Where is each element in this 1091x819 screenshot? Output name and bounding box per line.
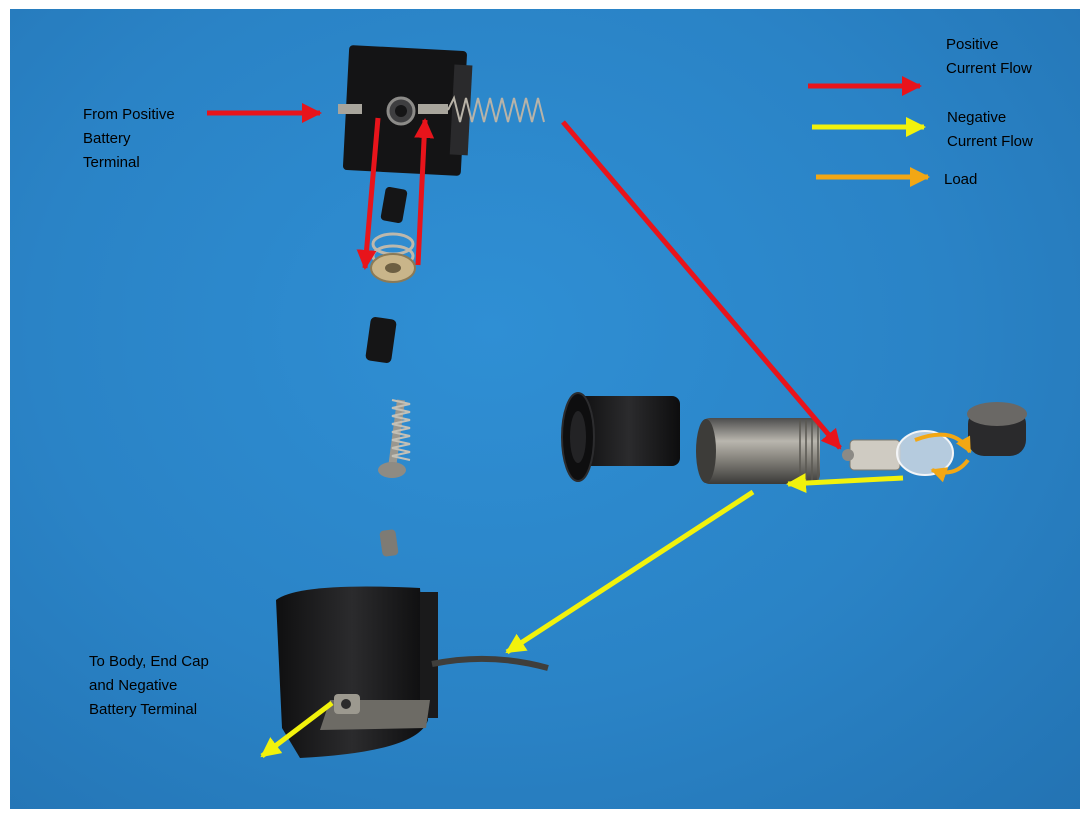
light-bulb: [842, 430, 954, 476]
to-body-label: To Body, End Cap and Negative Battery Te…: [89, 653, 209, 718]
legend-negative-label: Negative Current Flow: [947, 109, 1033, 150]
positive-arrow-down: [356, 117, 381, 270]
negative-arrow-to-housing: [505, 489, 755, 655]
load-arrows: [914, 432, 972, 483]
legend-arrows: [808, 76, 930, 187]
plunger-part-1: [380, 186, 408, 224]
end-cap: [967, 402, 1027, 456]
positive-arrow-up: [414, 118, 435, 266]
switch-plate: [338, 45, 473, 176]
legend-load-label: Load: [944, 171, 978, 188]
from-positive-label: From Positive Battery Terminal: [83, 106, 175, 171]
negative-current-arrows: [260, 473, 904, 758]
legend-positive-label: Positive Current Flow: [946, 36, 1032, 77]
negative-arrow-from-bulb: [786, 473, 904, 494]
positive-arrow-to-bulb: [561, 120, 842, 450]
load-arrow-upper: [914, 432, 972, 454]
plunger-part-2: [365, 317, 397, 363]
screw-with-spring: [378, 399, 411, 478]
set-screw: [379, 529, 399, 557]
metal-tube: [696, 418, 820, 484]
black-sleeve: [561, 392, 680, 482]
brass-contact-spring: [370, 232, 416, 283]
bottom-housing: [276, 586, 549, 758]
positive-current-arrows: [207, 103, 842, 450]
load-arrow-lower: [930, 458, 970, 483]
contact-spring-top: [447, 95, 545, 123]
negative-arrow-outgoing: [260, 701, 334, 758]
flashlight-parts-photo: [10, 9, 1080, 809]
